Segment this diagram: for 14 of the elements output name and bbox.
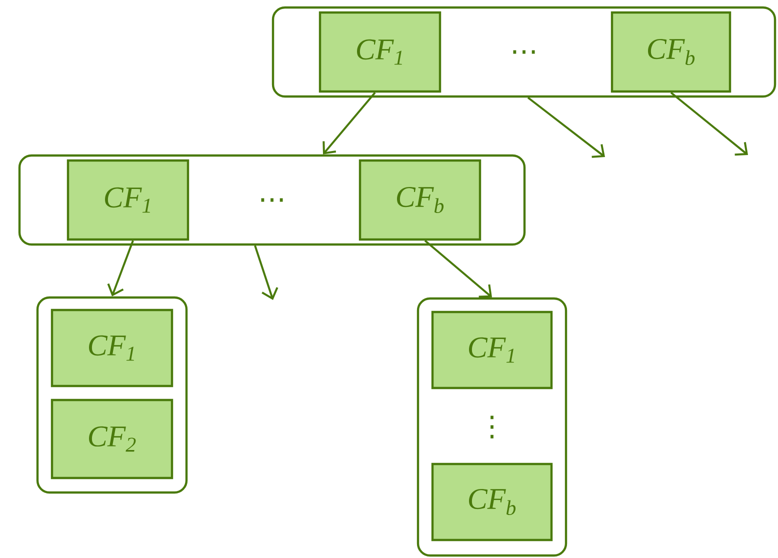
formula-box: CF$_{b}$ [358, 159, 482, 241]
arrow [254, 245, 278, 300]
formula-box: CF$_{b}$ [610, 11, 732, 93]
arrow [527, 96, 605, 158]
arrow [107, 240, 134, 296]
formula-box: CF$_{b}$ [431, 462, 553, 542]
formula-box: CF$_{1}$ [431, 310, 553, 390]
arrow [670, 92, 748, 156]
formula-box: CF$_{1}$ [318, 11, 442, 93]
arrow [424, 240, 492, 298]
arrow [322, 92, 376, 154]
formula-box: CF$_{1}$ [66, 159, 190, 241]
formula-box: CF$_{1}$ [50, 308, 174, 388]
formula-box: CF$_{2}$ [50, 398, 174, 480]
